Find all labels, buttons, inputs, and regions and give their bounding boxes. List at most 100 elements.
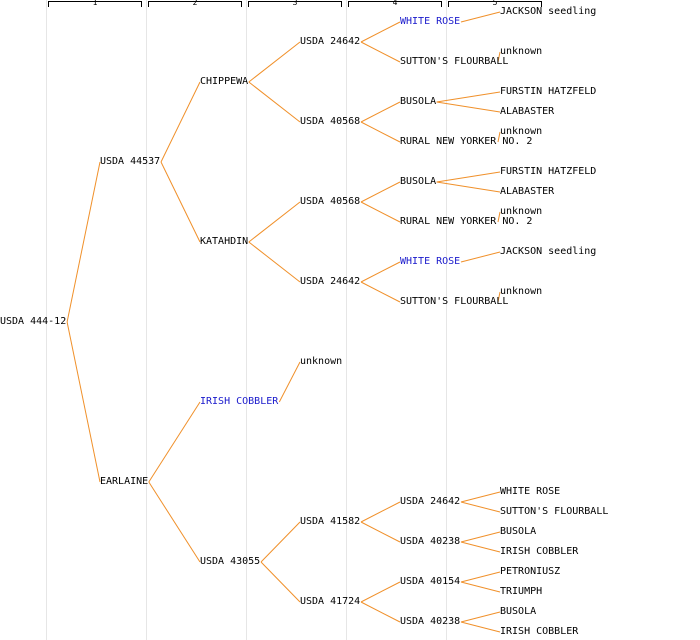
pedigree-node[interactable]: WHITE ROSE <box>400 256 461 267</box>
pedigree-node[interactable]: USDA 41724 <box>300 596 361 607</box>
pedigree-line <box>160 81 201 163</box>
pedigree-node[interactable]: BUSOLA <box>500 606 537 617</box>
pedigree-node[interactable]: USDA 24642 <box>300 36 361 47</box>
pedigree-node[interactable]: BUSOLA <box>500 526 537 537</box>
pedigree-line <box>460 501 501 513</box>
pedigree-node[interactable]: BUSOLA <box>400 96 437 107</box>
pedigree-line <box>148 401 201 483</box>
pedigree-node[interactable]: BUSOLA <box>400 176 437 187</box>
pedigree-node[interactable]: RURAL NEW YORKER NO. 2 <box>400 216 533 227</box>
pedigree-line <box>66 161 101 323</box>
generation-header: 5 <box>448 0 542 7</box>
generation-column-3: 3 <box>246 0 342 640</box>
pedigree-line <box>460 621 501 633</box>
pedigree-node[interactable]: JACKSON seedling <box>500 6 597 17</box>
generation-number: 4 <box>392 0 398 7</box>
pedigree-line <box>497 291 501 303</box>
pedigree-line <box>497 211 501 223</box>
pedigree-line <box>460 491 501 503</box>
pedigree-node[interactable]: USDA 40238 <box>400 616 461 627</box>
pedigree-line <box>278 361 301 403</box>
pedigree-line <box>360 601 401 623</box>
pedigree-node[interactable]: JACKSON seedling <box>500 246 597 257</box>
pedigree-line <box>460 611 501 623</box>
pedigree-node[interactable]: USDA 24642 <box>400 496 461 507</box>
pedigree-node[interactable]: USDA 444-12 <box>0 316 67 327</box>
pedigree-line <box>66 321 101 483</box>
pedigree-line <box>360 41 401 63</box>
pedigree-line <box>248 201 301 243</box>
pedigree-node[interactable]: IRISH COBBLER <box>500 626 579 637</box>
pedigree-node[interactable]: USDA 40568 <box>300 116 361 127</box>
generation-number: 2 <box>192 0 198 7</box>
pedigree-line <box>148 481 201 563</box>
pedigree-node[interactable]: FURSTIN HATZFELD <box>500 166 597 177</box>
pedigree-line <box>436 171 501 183</box>
pedigree-line <box>460 251 501 263</box>
pedigree-line <box>360 121 401 143</box>
pedigree-line <box>360 501 401 523</box>
pedigree-node[interactable]: WHITE ROSE <box>500 486 561 497</box>
pedigree-node[interactable]: FURSTIN HATZFELD <box>500 86 597 97</box>
pedigree-line <box>497 51 501 63</box>
generation-header: 1 <box>48 0 142 7</box>
pedigree-line <box>360 101 401 123</box>
generation-header: 4 <box>348 0 442 7</box>
pedigree-line <box>360 201 401 223</box>
pedigree-node[interactable]: unknown <box>500 286 543 297</box>
pedigree-line <box>260 561 301 603</box>
pedigree-node[interactable]: CHIPPEWA <box>200 76 249 87</box>
pedigree-node[interactable]: TRIUMPH <box>500 586 543 597</box>
pedigree-node[interactable]: unknown <box>500 126 543 137</box>
pedigree-line <box>360 521 401 543</box>
pedigree-node[interactable]: ALABASTER <box>500 106 555 117</box>
pedigree-node[interactable]: PETRONIUSZ <box>500 566 561 577</box>
pedigree-line <box>436 91 501 103</box>
pedigree-line <box>160 161 201 243</box>
pedigree-node[interactable]: SUTTON'S FLOURBALL <box>500 506 609 517</box>
pedigree-node[interactable]: USDA 40238 <box>400 536 461 547</box>
pedigree-line <box>436 101 501 113</box>
pedigree-node[interactable]: unknown <box>300 356 343 367</box>
pedigree-node[interactable]: KATAHDIN <box>200 236 249 247</box>
pedigree-node[interactable]: SUTTON'S FLOURBALL <box>400 56 509 67</box>
pedigree-node[interactable]: ALABASTER <box>500 186 555 197</box>
generation-column-1: 1 <box>46 0 142 640</box>
pedigree-node[interactable]: unknown <box>500 46 543 57</box>
pedigree-node[interactable]: unknown <box>500 206 543 217</box>
pedigree-node[interactable]: WHITE ROSE <box>400 16 461 27</box>
generation-number: 5 <box>492 0 498 7</box>
pedigree-line <box>460 581 501 593</box>
pedigree-node[interactable]: EARLAINE <box>100 476 149 487</box>
pedigree-line <box>497 131 501 143</box>
generation-header: 3 <box>248 0 342 7</box>
pedigree-line <box>460 541 501 553</box>
generation-header: 2 <box>148 0 242 7</box>
pedigree-line <box>248 41 301 83</box>
generation-number: 3 <box>292 0 298 7</box>
pedigree-node[interactable]: USDA 40568 <box>300 196 361 207</box>
pedigree-node[interactable]: IRISH COBBLER <box>200 396 279 407</box>
pedigree-line <box>436 181 501 193</box>
pedigree-node[interactable]: USDA 40154 <box>400 576 461 587</box>
pedigree-node[interactable]: RURAL NEW YORKER NO. 2 <box>400 136 533 147</box>
pedigree-line <box>460 531 501 543</box>
pedigree-line <box>360 261 401 283</box>
pedigree-node[interactable]: USDA 41582 <box>300 516 361 527</box>
pedigree-line <box>360 581 401 603</box>
pedigree-node[interactable]: USDA 43055 <box>200 556 261 567</box>
generation-number: 1 <box>92 0 98 7</box>
pedigree-line <box>260 521 301 563</box>
pedigree-line <box>360 21 401 43</box>
pedigree-line <box>360 181 401 203</box>
pedigree-line <box>460 571 501 583</box>
pedigree-line <box>248 241 301 283</box>
pedigree-line <box>460 11 501 23</box>
pedigree-node[interactable]: USDA 44537 <box>100 156 161 167</box>
pedigree-node[interactable]: USDA 24642 <box>300 276 361 287</box>
pedigree-node[interactable]: IRISH COBBLER <box>500 546 579 557</box>
generation-column-2: 2 <box>146 0 242 640</box>
pedigree-node[interactable]: SUTTON'S FLOURBALL <box>400 296 509 307</box>
